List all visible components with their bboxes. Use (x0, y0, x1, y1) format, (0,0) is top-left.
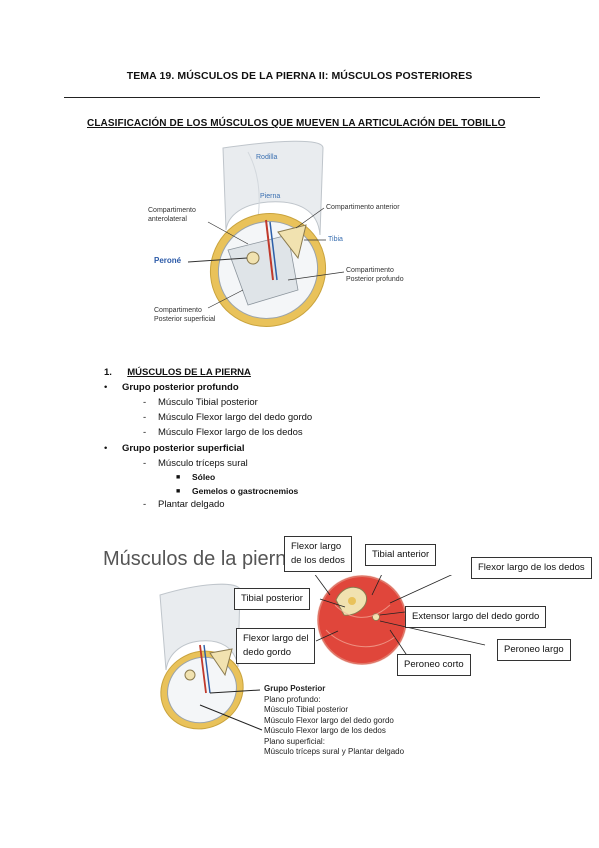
bullet-icon: • (104, 382, 108, 393)
list-item: Plantar delgado (158, 499, 225, 510)
callout-line: de los dedos (291, 555, 345, 566)
label-line: Compartimento (154, 307, 202, 314)
label-comp-post-superficial: Compartimento Posterior superficial (154, 307, 215, 324)
figure2-heading: Músculos de la pierna (103, 548, 298, 570)
leg-compartments-figure: Rodilla Pierna Compartimento anterolater… (148, 140, 438, 340)
label-comp-anterior: Compartimento anterior (326, 204, 400, 211)
label-line: Posterior profundo (346, 275, 404, 283)
heading-number: 1. (104, 367, 112, 378)
list-item: Músculo tríceps sural (158, 458, 248, 469)
page-title: TEMA 19. MÚSCULOS DE LA PIERNA II: MÚSCU… (126, 70, 473, 82)
outline-heading: 1. MÚSCULOS DE LA PIERNA (104, 365, 251, 380)
dash-icon: - (143, 397, 147, 408)
callout-flexor-dedos-right: Flexor largo de los dedos (471, 557, 592, 579)
label-pierna: Pierna (260, 193, 281, 200)
label-comp-post-profundo: Compartimento Posterior profundo (346, 267, 404, 284)
label-comp-anterolateral: Compartimento anterolateral (148, 207, 196, 224)
legend-line: Plano superficial: (264, 736, 325, 746)
legend-line: Plano profundo: (264, 694, 321, 704)
list-item: Músculo Flexor largo de los dedos (158, 427, 303, 438)
square-bullet-icon: ■ (176, 474, 181, 481)
label-rodilla: Rodilla (256, 154, 278, 161)
label-line: Posterior superficial (154, 315, 216, 323)
callout-peroneo-largo: Peroneo largo (497, 639, 571, 661)
square-bullet-icon: ■ (176, 488, 181, 495)
dash-icon: - (143, 499, 147, 510)
label-perone: Peroné (154, 256, 182, 265)
list-item: Músculo Tibial posterior (158, 397, 258, 408)
list-item: Músculo Flexor largo del dedo gordo (158, 412, 313, 423)
label-line: Compartimento (346, 267, 394, 274)
label-tibia: Tibia (328, 236, 343, 243)
heading-text: MÚSCULOS DE LA PIERNA (127, 367, 251, 378)
legend-line: Músculo Flexor largo de los dedos (264, 726, 386, 735)
title-divider (64, 97, 540, 98)
callout-flexor-gordo: Flexor largo del dedo gordo (236, 628, 316, 664)
dash-icon: - (143, 427, 147, 438)
group-title-profundo: Grupo posterior profundo (122, 382, 239, 393)
callout-tibial-anterior: Tibial anterior (365, 544, 437, 566)
callout-flexor-dedos-top: Flexor largo de los dedos (284, 536, 352, 572)
callout-line: Flexor largo del (243, 633, 309, 644)
legend-title: Grupo Posterior (264, 684, 326, 693)
leg-compartments-illustration (187, 140, 345, 327)
group-title-superficial: Grupo posterior superficial (122, 443, 245, 454)
callout-tibial-posterior: Tibial posterior (234, 588, 310, 610)
legend-line: Músculo Flexor largo del dedo gordo (264, 715, 394, 725)
callout-line: Flexor largo (291, 541, 342, 552)
dash-icon: - (143, 412, 147, 423)
posterior-muscles-illustration (159, 575, 486, 731)
callout-peroneo-corto: Peroneo corto (397, 654, 471, 676)
callout-line: dedo gordo (243, 647, 292, 658)
section-subtitle: CLASIFICACIÓN DE LOS MÚSCULOS QUE MUEVEN… (87, 118, 506, 129)
label-line: Compartimento (148, 207, 196, 214)
label-line: anterolateral (148, 215, 187, 223)
callout-extensor: Extensor largo del dedo gordo (405, 606, 547, 628)
sub-list-item: Gemelos o gastrocnemios (192, 486, 299, 496)
legend-line: Músculo tríceps sural y Plantar delgado (264, 747, 405, 756)
posterior-group-legend: Grupo Posterior Plano profundo: Músculo … (264, 684, 404, 758)
sub-list-item: Sóleo (192, 472, 216, 482)
dash-icon: - (143, 458, 147, 469)
bullet-icon: • (104, 443, 108, 454)
legend-line: Músculo Tibial posterior (264, 705, 349, 714)
